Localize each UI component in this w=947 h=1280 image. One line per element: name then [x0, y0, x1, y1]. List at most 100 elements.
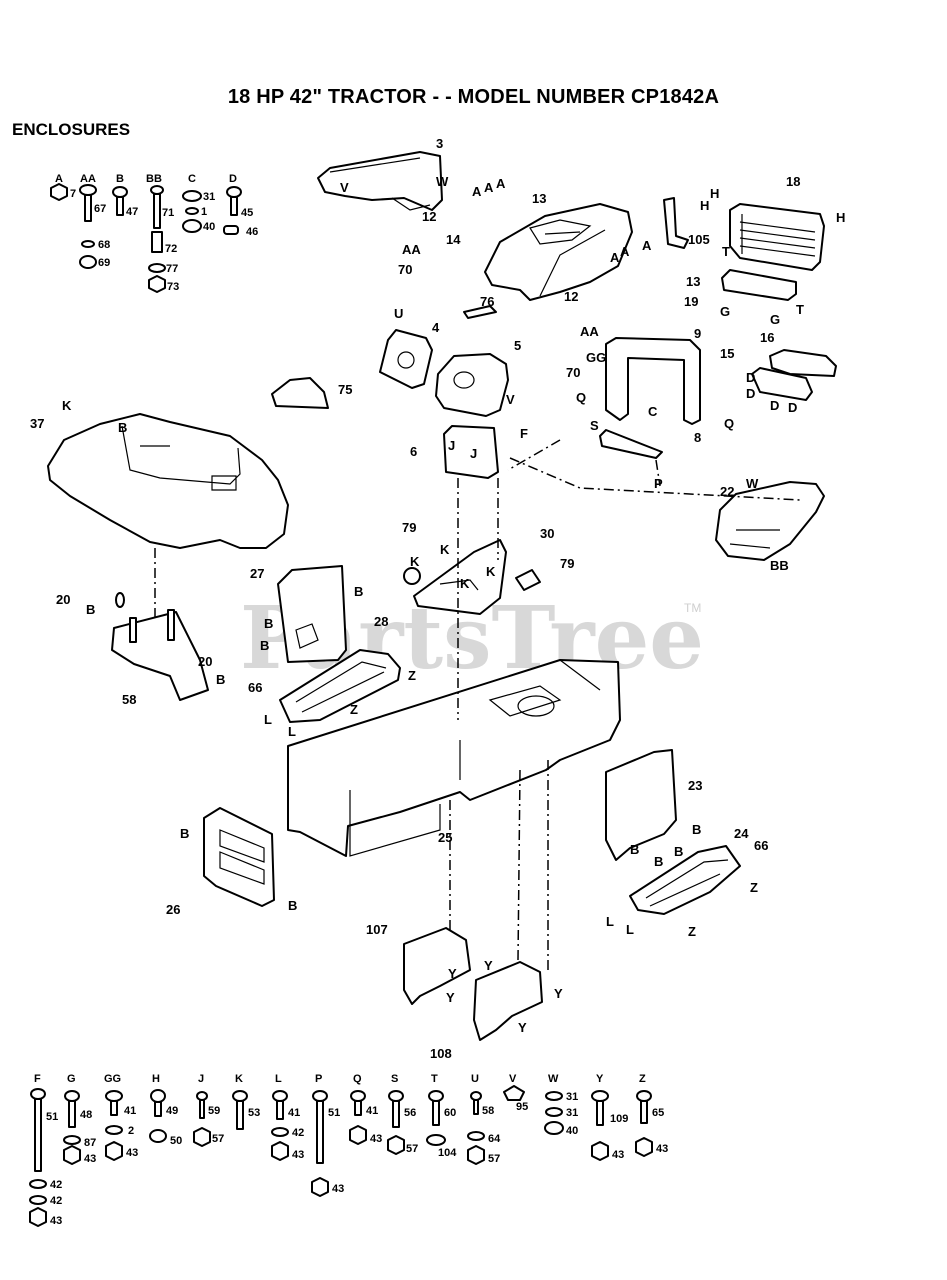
bracket-part-6	[443, 425, 499, 479]
fastener-letter: Y	[484, 958, 493, 973]
callout-number: 3	[436, 136, 443, 151]
callout-number: 12	[422, 209, 436, 224]
callout-number: 18	[786, 174, 800, 189]
callout-number: 108	[430, 1046, 452, 1061]
hardware-part-number: 40	[203, 221, 215, 233]
hardware-part-number: 65	[652, 1107, 664, 1119]
hardware-part-number: 41	[124, 1105, 136, 1117]
fastener-letter: K	[410, 554, 420, 569]
callout-number: 107	[366, 922, 388, 937]
fastener-letter: T	[722, 244, 730, 259]
hardware-part-number: 57	[406, 1143, 418, 1155]
fastener-letter: H	[836, 210, 845, 225]
callout-number: 13	[686, 274, 700, 289]
rod-part-8	[599, 429, 663, 459]
callout-number: 105	[688, 232, 710, 247]
callout-number: 28	[374, 614, 388, 629]
hardware-part-number: 43	[84, 1153, 96, 1165]
fastener-letter: D	[788, 400, 797, 415]
clip-part-79	[515, 569, 541, 591]
fastener-letter: A	[620, 244, 630, 259]
bolt-shank-icon	[84, 194, 92, 222]
hardware-letter: C	[188, 173, 196, 185]
bumper-part-22	[715, 481, 825, 561]
hardware-part-number: 57	[212, 1133, 224, 1145]
callout-number: 16	[760, 330, 774, 345]
hardware-part-number: 68	[98, 239, 110, 251]
callout-number: 37	[30, 416, 44, 431]
callout-number: 79	[402, 520, 416, 535]
callout-number: 30	[540, 526, 554, 541]
fastener-letter: D	[746, 370, 755, 385]
callout-number: 19	[684, 294, 698, 309]
hardware-part-number: 43	[612, 1149, 624, 1161]
fastener-letter: B	[630, 842, 639, 857]
hardware-key-bottom	[29, 1085, 653, 1227]
fastener-letter: Z	[750, 880, 758, 895]
hardware-part-number: 42	[50, 1195, 62, 1207]
bracket-part-58	[111, 611, 209, 701]
callout-number: 14	[446, 232, 461, 247]
hardware-letter: U	[471, 1073, 479, 1085]
bracket-part-105	[663, 197, 689, 249]
frame-part-25	[287, 659, 621, 857]
fastener-letter: Z	[408, 668, 416, 683]
cover-part-16	[769, 349, 837, 377]
hardware-part-number: 109	[610, 1113, 628, 1125]
fastener-letter: J	[448, 438, 455, 453]
hardware-part-number: 43	[370, 1133, 382, 1145]
fastener-letters: V W A A A H H H AA A A A T G G T U AA GG…	[62, 174, 845, 1035]
pedal-bracket-part-30	[413, 539, 507, 615]
callout-number: 66	[754, 838, 768, 853]
watermark-trademark: TM	[684, 601, 701, 615]
nut-icon	[182, 219, 202, 233]
fastener-letter: V	[506, 392, 515, 407]
plate-part-4	[379, 329, 433, 389]
hardware-part-number: 43	[292, 1149, 304, 1161]
bolt-shank-icon	[230, 196, 238, 216]
fastener-letter: Y	[446, 990, 455, 1005]
callout-number: 8	[694, 430, 701, 445]
callout-number: 22	[720, 484, 734, 499]
callout-number: 58	[122, 692, 136, 707]
fastener-letter: B	[180, 826, 189, 841]
hardware-part-number: 41	[366, 1105, 378, 1117]
hardware-letter: S	[391, 1073, 398, 1085]
hardware-part-number: 48	[80, 1109, 92, 1121]
hardware-part-number: 64	[488, 1133, 501, 1145]
fastener-letter: U	[394, 306, 403, 321]
fastener-letter: BB	[770, 558, 789, 573]
hardware-part-number: 41	[288, 1107, 300, 1119]
hardware-letter: G	[67, 1073, 76, 1085]
dash-panel-part-3	[317, 151, 443, 211]
callout-number: 15	[720, 346, 734, 361]
hardware-letter: T	[431, 1073, 438, 1085]
hardware-letter: Z	[639, 1073, 646, 1085]
fastener-letter: A	[642, 238, 652, 253]
fastener-letter: B	[674, 844, 683, 859]
bolt-head-icon	[150, 185, 164, 195]
hardware-letter: J	[198, 1073, 204, 1085]
callout-number: 70	[398, 262, 412, 277]
hardware-letter: K	[235, 1073, 243, 1085]
callout-number: 20	[198, 654, 212, 669]
hardware-part-number: 43	[656, 1143, 668, 1155]
fastener-letter: K	[460, 576, 470, 591]
fastener-letter: T	[796, 302, 804, 317]
hardware-letter: D	[229, 173, 237, 185]
fastener-letter: Y	[554, 986, 563, 1001]
fastener-letter: Q	[724, 416, 734, 431]
fastener-letter: A	[610, 250, 620, 265]
callout-numbers: 3 18 13 12 14 70 105 13 12 19 76 4 5 9 1…	[30, 136, 800, 1061]
frame-part-9	[605, 337, 701, 425]
callout-number: 6	[410, 444, 417, 459]
hardware-letter: L	[275, 1073, 282, 1085]
fastener-letter: Y	[448, 966, 457, 981]
fastener-letter: Z	[350, 702, 358, 717]
hardware-part-number: 95	[516, 1101, 528, 1113]
fastener-letter: B	[692, 822, 701, 837]
fastener-letter: B	[216, 672, 225, 687]
callout-number: 25	[438, 830, 452, 845]
washer-icon	[182, 190, 202, 202]
tray-part-15	[751, 367, 813, 401]
